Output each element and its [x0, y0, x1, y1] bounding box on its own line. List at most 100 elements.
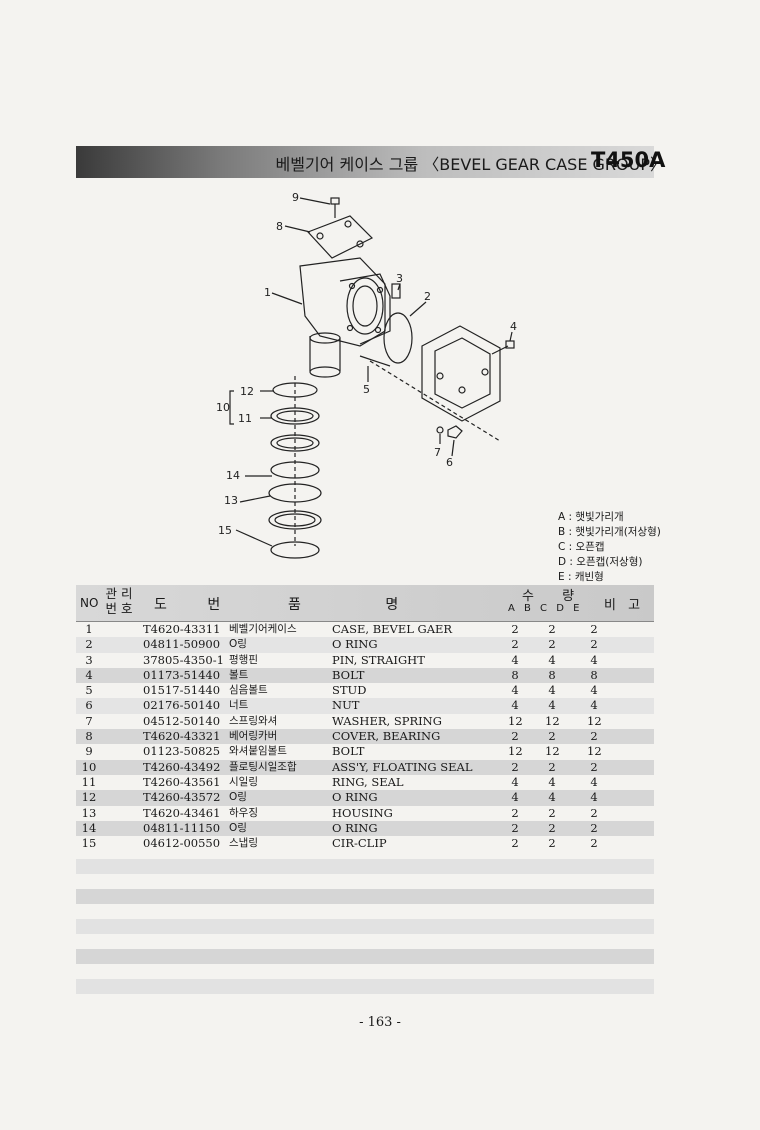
qty-b: 4 [548, 698, 556, 713]
korean-name: 평행핀 [229, 653, 258, 666]
korean-name: 하우징 [229, 806, 258, 819]
row-number: 15 [81, 836, 97, 851]
qty-a: 2 [511, 637, 519, 652]
qty-b: 12 [545, 713, 560, 728]
english-name: WASHER, SPRING [332, 713, 442, 728]
qty-b: 4 [548, 774, 556, 789]
callout-13: 13 [224, 494, 238, 507]
row-number: 2 [85, 637, 93, 652]
qty-b: 2 [548, 729, 556, 744]
english-name: BOLT [332, 744, 365, 759]
row-number: 7 [85, 713, 93, 728]
header-drawing-no: 도 번 [154, 597, 239, 613]
diagram-svg: 9 8 1 3 2 4 5 7 6 12 10 11 14 13 15 [216, 191, 517, 559]
qty-a: 2 [511, 729, 519, 744]
legend-item: E : 캐빈형 [558, 571, 604, 583]
qty-c: 2 [590, 622, 598, 636]
english-name: CIR-CLIP [332, 836, 387, 851]
blank-row [76, 919, 654, 935]
english-name: RING, SEAL [332, 774, 404, 789]
row-number: 11 [81, 774, 97, 789]
callout-5: 5 [363, 383, 370, 396]
qty-c: 2 [590, 836, 598, 851]
part-number: T4620-43311 [143, 622, 221, 636]
korean-name: 너트 [229, 699, 249, 712]
korean-name: 시일링 [229, 775, 258, 788]
korean-name: 볼트 [229, 668, 249, 681]
page-number: - 163 - [359, 1015, 401, 1030]
english-name: ASS'Y, FLOATING SEAL [332, 759, 473, 774]
qty-c: 2 [590, 729, 598, 744]
part-number: T4260-43561 [143, 774, 221, 789]
callout-3: 3 [396, 272, 403, 285]
part-number: 04811-11150 [143, 820, 221, 835]
qty-a: 12 [508, 744, 523, 759]
header-quantity: 수 량 [522, 589, 575, 604]
blank-row [76, 904, 654, 919]
header-band [76, 146, 654, 178]
qty-a: 4 [511, 790, 519, 805]
english-name: NUT [332, 698, 360, 713]
blank-row [76, 949, 654, 965]
english-name: STUD [332, 683, 367, 698]
part-number: 01123-50825 [143, 744, 221, 759]
callout-6: 6 [446, 456, 453, 469]
qty-c: 2 [590, 637, 598, 652]
model-code: T450A [591, 148, 666, 172]
blank-row [76, 889, 654, 905]
qty-a: 2 [511, 759, 519, 774]
part-number: 04811-50900 [143, 637, 221, 652]
qty-a: 2 [511, 805, 519, 820]
qty-a: 12 [508, 713, 523, 728]
row-number: 4 [85, 667, 93, 682]
qty-c: 4 [590, 683, 598, 698]
row-number: 13 [81, 805, 97, 820]
korean-name: 스프링와셔 [229, 714, 278, 727]
callout-7: 7 [434, 446, 441, 459]
callout-4: 4 [510, 320, 517, 333]
qty-b: 4 [548, 790, 556, 805]
callout-10: 10 [216, 401, 230, 414]
callout-12: 12 [240, 385, 254, 398]
blank-row [76, 979, 654, 995]
legend-item: C : 오픈캡 [558, 541, 605, 553]
callout-8: 8 [276, 220, 283, 233]
part-number: 01173-51440 [143, 667, 221, 682]
english-name: COVER, BEARING [332, 729, 441, 744]
qty-b: 12 [545, 744, 560, 759]
row-number: 6 [85, 698, 93, 713]
korean-name: 베어링카버 [229, 730, 278, 743]
section-title: 베벨기어 케이스 그룹 〈BEVEL GEAR CASE GROUP〉 [275, 155, 666, 174]
qty-a: 8 [511, 667, 519, 682]
korean-name: O링 [229, 821, 247, 834]
header-model-columns: A B C D E [508, 603, 580, 614]
english-name: CASE, BEVEL GAER [332, 622, 453, 636]
row-number: 9 [85, 744, 93, 759]
part-number: T4260-43572 [143, 790, 221, 805]
english-name: BOLT [332, 667, 365, 682]
korean-name: O링 [229, 638, 247, 651]
row-number: 3 [85, 652, 93, 667]
row-number: 8 [85, 729, 93, 744]
row-number: 14 [81, 820, 97, 835]
qty-c: 4 [590, 790, 598, 805]
korean-name: 와셔붙임볼트 [229, 745, 287, 758]
korean-name: 스냅링 [229, 837, 258, 850]
callout-9: 9 [292, 191, 299, 204]
exploded-parts-diagram: 9 8 1 3 2 4 5 7 6 12 10 11 14 13 15 [200, 186, 540, 586]
row-number: 10 [81, 759, 97, 774]
part-number: 04612-00550 [143, 836, 221, 851]
